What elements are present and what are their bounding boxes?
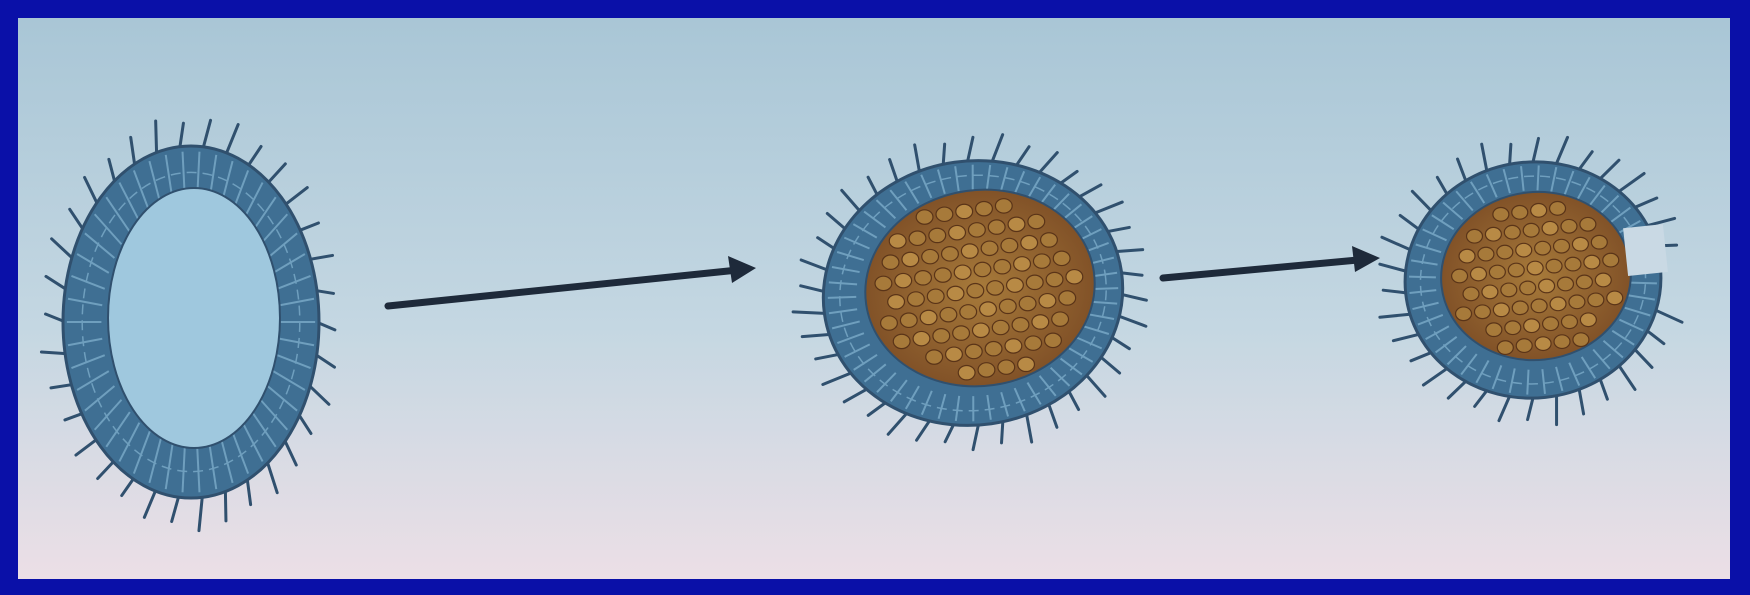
blastula-cavity (108, 188, 280, 448)
late-gastrula-blastopore (1623, 224, 1668, 276)
gastrulation-diagram (18, 18, 1730, 579)
diagram-panel (18, 18, 1730, 579)
